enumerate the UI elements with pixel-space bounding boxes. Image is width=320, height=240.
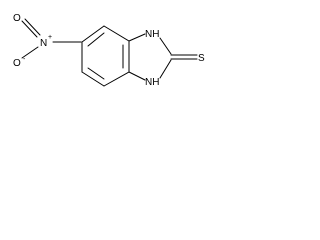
atom-o-bottom: O xyxy=(13,58,21,69)
n-plus-charge: + xyxy=(48,34,52,41)
benzene-ring xyxy=(81,25,130,87)
atom-nh-top: NH xyxy=(145,29,159,40)
bond-o-n-top-2 xyxy=(24,18,41,36)
ring-bond-2 xyxy=(103,25,130,42)
ring-double-1 xyxy=(87,32,105,47)
atom-nh-bottom: NH xyxy=(145,77,159,88)
atom-s: S xyxy=(198,53,205,64)
o-minus-charge: - xyxy=(23,56,26,63)
bond-nh-top-c xyxy=(159,37,172,55)
ring-bond-5 xyxy=(81,71,105,87)
ring-bond-1 xyxy=(81,25,105,43)
bond-o-n-bottom xyxy=(21,46,39,59)
nitro-group-bonds xyxy=(21,18,82,59)
imidazole-ring xyxy=(128,33,198,81)
bond-o-n-top-1 xyxy=(21,20,38,38)
bond-c-nh-bottom xyxy=(128,71,146,81)
bond-c-nh-top xyxy=(128,33,146,42)
atom-n-plus: N xyxy=(40,38,47,49)
benzimidazole-thione-structure: O O - N + NH NH S xyxy=(13,13,205,88)
ring-double-3 xyxy=(87,67,105,80)
atom-o-top: O xyxy=(13,13,21,24)
ring-bond-4 xyxy=(103,71,130,87)
bond-nh-bottom-c xyxy=(159,59,172,79)
